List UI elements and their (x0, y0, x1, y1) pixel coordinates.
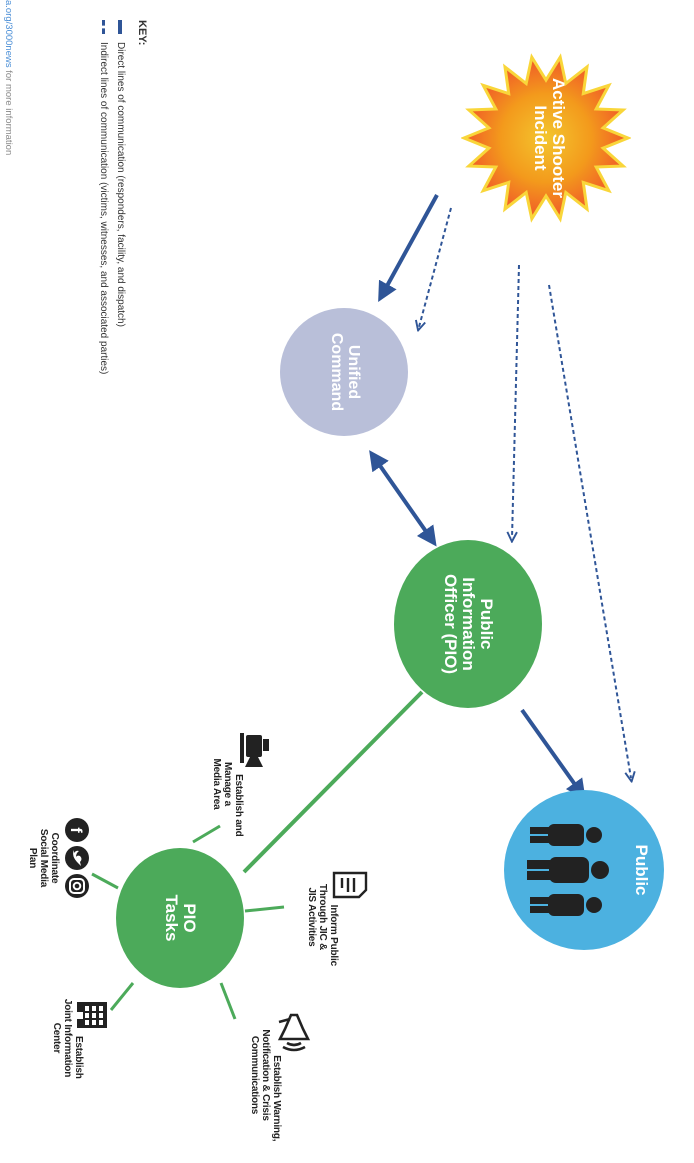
task-joint-information-center: Establish Joint Information Center (51, 976, 110, 1100)
document-icon (332, 871, 368, 899)
footer-note: a.org/3000news for more information (3, 0, 14, 155)
starburst-icon (461, 53, 631, 223)
footer-link[interactable]: a.org/3000news (3, 0, 14, 68)
legend-indirect-row: Indirect lines of communication (victims… (98, 20, 109, 490)
direct-line-pio-to-public (520, 708, 586, 800)
indirect-line-incident-to-command (419, 207, 452, 327)
task-social-label: Coordinate Social Media Plan (27, 828, 60, 888)
legend-indirect-swatch (102, 20, 105, 34)
social-media-icons: f (65, 818, 89, 898)
legend: KEY: Direct lines of communication (resp… (98, 20, 148, 490)
twitter-icon (73, 850, 82, 866)
task-spoke-jic (109, 982, 135, 1011)
node-active-shooter-incident: Active Shooter Incident (494, 78, 604, 198)
indirect-line-incident-to-pio (512, 264, 520, 538)
direct-line-incident-to-command (378, 194, 439, 303)
legend-direct-label: Direct lines of communication (responder… (115, 42, 126, 327)
command-label: Unified Command (328, 332, 362, 412)
task-spoke-social (91, 872, 119, 890)
legend-title: KEY: (136, 20, 148, 46)
task-spoke-inform (244, 905, 285, 913)
task-inform-public: Inform Public Through JIC & JIS Activiti… (306, 862, 369, 972)
people-group-icon (527, 824, 609, 916)
task-spoke-warning (219, 982, 237, 1020)
task-line-pio-to-tasks (242, 690, 424, 874)
task-media-area: Establish and Manage a Media Area (211, 724, 272, 844)
legend-indirect-label: Indirect lines of communication (victims… (98, 42, 109, 375)
incident-label: Active Shooter Incident (531, 78, 568, 198)
node-public-information-officer: Public Information Officer (PIO) (394, 540, 542, 708)
legend-direct-row: Direct lines of communication (responder… (115, 20, 126, 490)
footer-rest: for more information (3, 67, 14, 156)
instagram-icon (69, 878, 85, 894)
task-spoke-media (192, 824, 221, 844)
direct-line-command-pio (369, 450, 437, 547)
task-media-label: Establish and Manage a Media Area (211, 758, 244, 837)
media-camera-icon (240, 733, 269, 768)
node-public: Public (504, 790, 664, 950)
pio-label: Public Information Officer (PIO) (441, 573, 496, 675)
indirect-line-incident-to-public (548, 284, 631, 778)
tasks-label: PIO Tasks (162, 894, 199, 942)
task-social-media-plan: f Coordinate Social Media Plan (27, 798, 91, 918)
facebook-icon: f (67, 827, 84, 833)
public-label: Public (632, 844, 651, 896)
building-icon (77, 1002, 107, 1029)
legend-direct-swatch (118, 20, 123, 34)
megaphone-icon (277, 1013, 311, 1051)
node-pio-tasks: PIO Tasks (116, 848, 244, 988)
node-unified-command: Unified Command (280, 308, 408, 436)
task-warning-communications: Establish Warning, Notification & Crisis… (249, 1005, 312, 1145)
